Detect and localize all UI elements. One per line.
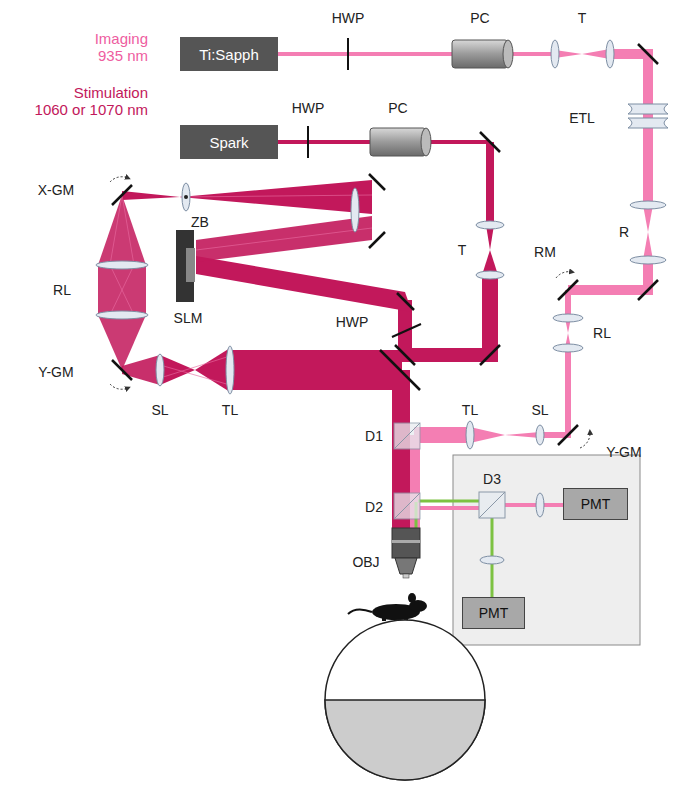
component-label: D2 [365,499,383,515]
beam-title: Stimulation 1060 or 1070 nm [35,84,148,119]
component-label: ETL [569,110,595,126]
component-label: SL [531,402,548,418]
component-label: SL [151,402,168,418]
stimulation-beam [98,140,498,548]
node-label: PMT [479,605,509,621]
component-label: ZB [191,214,209,230]
component-label: HWP [336,314,369,330]
component-label: TL [222,402,238,418]
mirror [112,44,658,445]
dichroic-cube [394,423,505,519]
component-label: SLM [174,310,203,326]
component-label: OBJ [352,554,379,570]
zero-order-block [184,195,188,199]
detector-panel [453,455,640,645]
imaging-beam [278,49,653,548]
node-label: Ti:Sapph [199,46,258,63]
component-label: T [458,242,467,258]
component-label: D1 [365,428,383,444]
lens [96,40,666,564]
mouse [348,593,427,621]
component-label: RM [534,244,556,260]
beam-title: Imaging 935 nm [95,30,148,65]
half-wave-plate [308,38,421,337]
tunable-lens [628,104,668,128]
component-label: HWP [292,100,325,116]
component-label: D3 [483,471,501,487]
component-label: X-GM [38,182,75,198]
component-label: TL [462,402,478,418]
node-label: Spark [209,134,248,151]
objective [392,528,420,578]
component-label: PC [388,100,407,116]
component-label: PC [470,10,489,26]
node-label: PMT [581,496,611,512]
laser-box: Spark [180,125,278,159]
pockels-cell [370,40,513,156]
component-label: Y-GM [38,364,73,380]
treadmill-ball [325,620,485,780]
laser-box: Ti:Sapph [180,37,278,71]
component-label: Y-GM [606,444,641,460]
galvo-rotation [110,177,590,448]
ray-lines [110,195,372,385]
detector-box: PMT [563,488,628,520]
detector-box: PMT [462,597,525,629]
component-label: HWP [332,10,365,26]
component-label: R [619,224,629,240]
component-label: RL [593,325,611,341]
component-label: RL [53,282,71,298]
slm [176,230,195,302]
component-label: T [578,10,587,26]
